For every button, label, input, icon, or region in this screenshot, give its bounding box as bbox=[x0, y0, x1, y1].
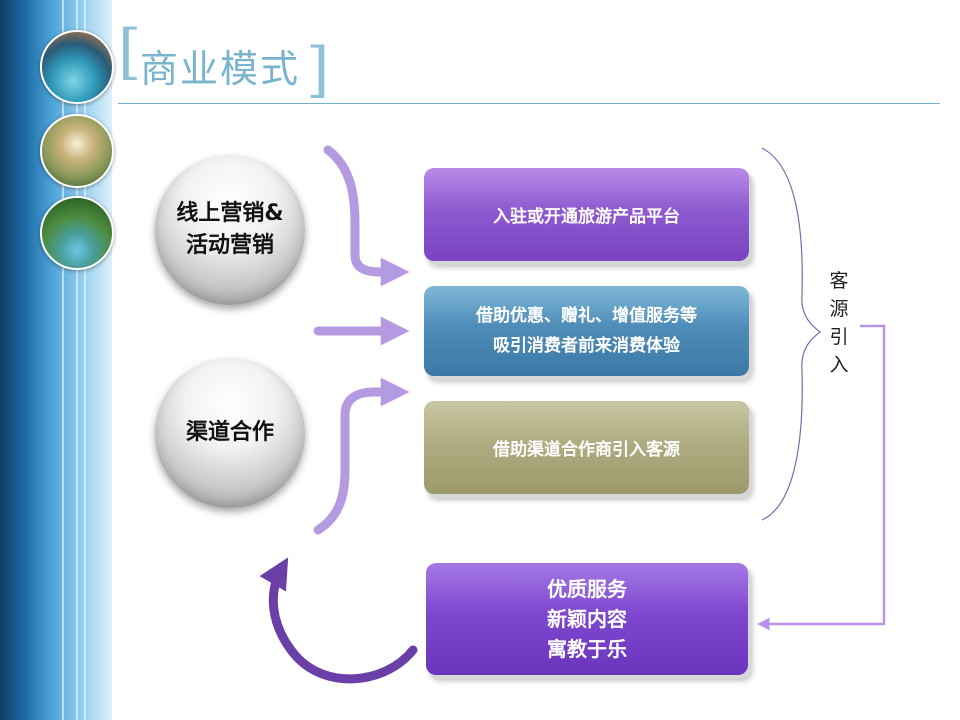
sphere-label: 渠道合作 bbox=[185, 420, 274, 445]
brace-right bbox=[761, 147, 821, 521]
box-label: 入驻或开通旅游产品平台 bbox=[493, 207, 680, 227]
customer-acquisition-label: 客 源 引 入 bbox=[826, 267, 852, 379]
online-marketing-sphere: 线上营销& 活动营销 bbox=[155, 155, 305, 305]
side-label-char: 入 bbox=[829, 354, 849, 376]
arrow-channel-to-boxes bbox=[313, 377, 410, 535]
connector-traffic-to-service bbox=[757, 324, 886, 631]
title-bracket-left: [ bbox=[118, 17, 142, 87]
promotion-box: 借助优惠、赠礼、增值服务等 吸引消费者前来消费体验 bbox=[424, 286, 749, 376]
box-label: 借助优惠、赠礼、增值服务等 吸引消费者前来消费体验 bbox=[476, 306, 697, 356]
box-label: 优质服务 新颖内容 寓教于乐 bbox=[547, 577, 627, 661]
box-label: 借助渠道合作商引入客源 bbox=[493, 440, 680, 460]
resort-photo-water-park bbox=[40, 196, 114, 270]
side-label-char: 源 bbox=[829, 298, 849, 320]
sphere-label: 线上营销& 活动营销 bbox=[176, 201, 284, 258]
strip-line bbox=[62, 0, 64, 720]
channel-partner-box: 借助渠道合作商引入客源 bbox=[424, 401, 749, 494]
arrow-feedback-loop bbox=[259, 557, 418, 684]
strip-line bbox=[76, 0, 78, 720]
resort-photo-hall bbox=[40, 114, 114, 188]
strip-line bbox=[84, 0, 86, 720]
resort-photo-aquarium bbox=[40, 30, 114, 104]
title-bracket-right: ] bbox=[306, 35, 330, 105]
quality-service-box: 优质服务 新颖内容 寓教于乐 bbox=[426, 563, 748, 675]
title-divider bbox=[118, 103, 940, 104]
channel-cooperation-sphere: 渠道合作 bbox=[155, 358, 305, 508]
slide-title: 商业模式 bbox=[140, 47, 301, 91]
side-label-char: 引 bbox=[829, 326, 849, 348]
arrow-online-to-platform bbox=[323, 145, 410, 287]
side-label-char: 客 bbox=[829, 270, 849, 292]
platform-box: 入驻或开通旅游产品平台 bbox=[424, 168, 749, 261]
